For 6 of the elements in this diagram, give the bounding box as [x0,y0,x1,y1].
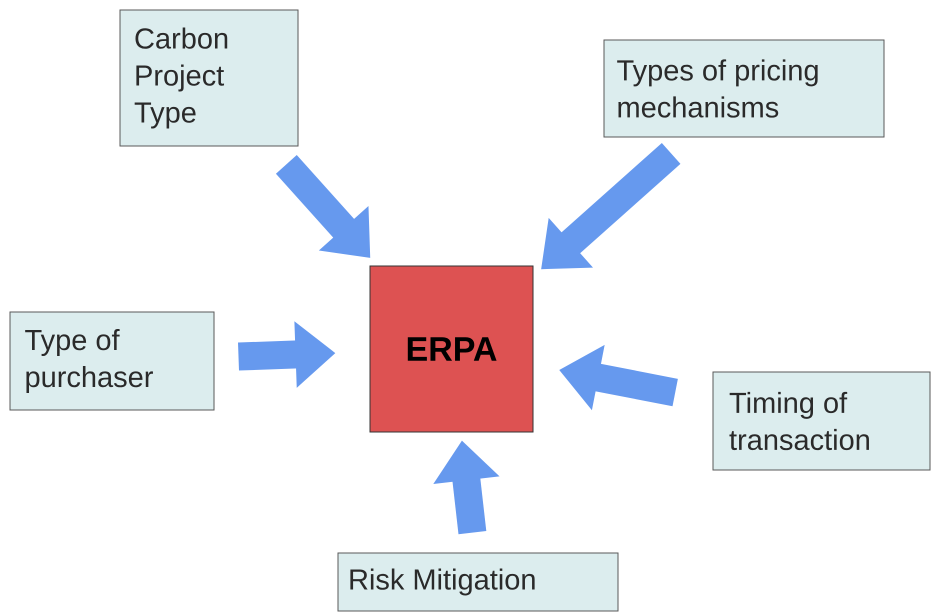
factor-box: Risk Mitigation [338,552,618,612]
factor-box: Types of pricing mechanisms [604,40,884,138]
factor-box: Timing of transaction [712,372,930,470]
center-box: ERPA [370,266,534,432]
factor-box: Type of purchaser [10,312,214,410]
factor-box: Carbon Project Type [120,10,298,146]
